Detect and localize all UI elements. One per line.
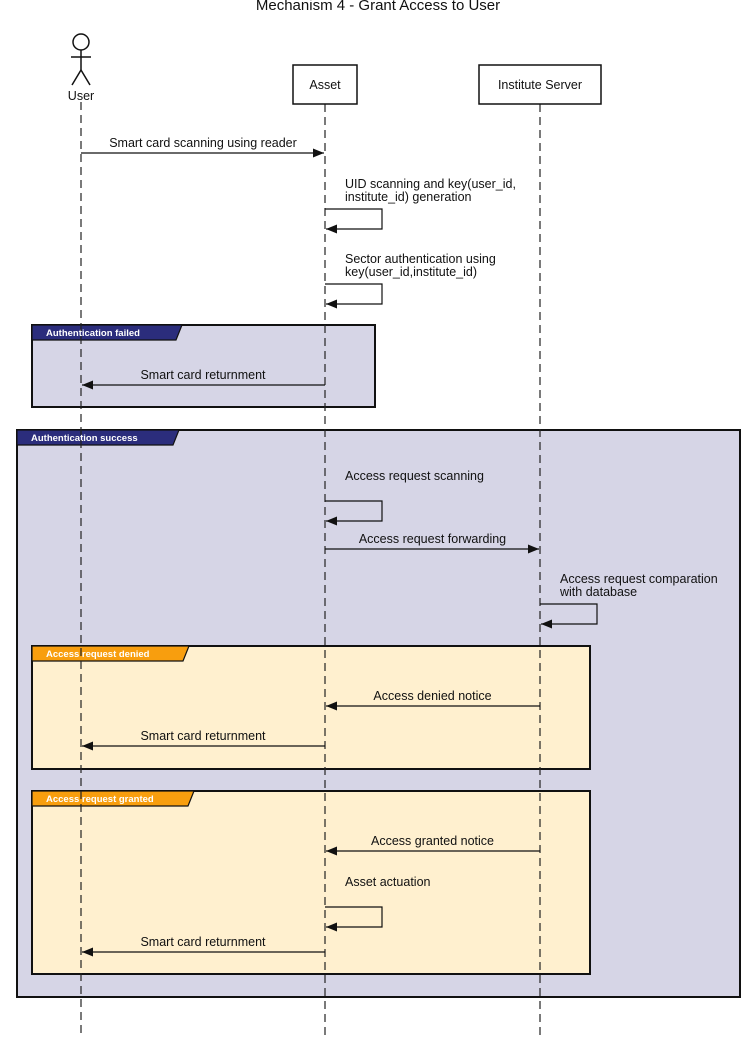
self-message-arrow [325, 283, 383, 309]
message-6: Access request forwarding [325, 532, 539, 554]
message-label: Access request forwarding [359, 532, 506, 546]
fragment-tag [31, 790, 195, 807]
fragment-tag-label: Authentication failed [46, 328, 140, 339]
message-label: Access request scanning [345, 469, 484, 483]
message-label: with database [559, 585, 637, 599]
message-2: UID scanning and key(user_id,institute_i… [325, 177, 516, 234]
fragment-tag-label: Access request granted [46, 794, 154, 805]
fragment-tag-label: Access request denied [46, 649, 150, 660]
fragment-frame [31, 324, 376, 408]
self-message-arrow [540, 603, 598, 629]
message-8: Access denied notice [326, 689, 540, 711]
message-label: key(user_id,institute_id) [345, 265, 477, 279]
participant-box [292, 64, 358, 105]
fragment-auth-failed: Authentication failed [31, 324, 376, 408]
fragment-frame [31, 645, 591, 770]
self-message-arrow [325, 500, 383, 526]
participant-asset: Asset [292, 64, 358, 105]
message-3: Sector authentication usingkey(user_id,i… [325, 252, 496, 309]
fragment-frame [31, 790, 591, 975]
fragment-layer: Authentication success Authentication fai… [16, 324, 741, 998]
fragment-tag [16, 429, 180, 446]
self-message-arrow [325, 208, 383, 234]
message-label: institute_id) generation [345, 190, 472, 204]
participant-label: User [68, 89, 94, 103]
message-9: Smart card returnment [82, 729, 325, 751]
participant-label: Institute Server [498, 78, 582, 92]
message-label: Smart card returnment [140, 729, 266, 743]
participant-layer: User Asset Institute Server [68, 33, 602, 105]
message-label: Access denied notice [373, 689, 491, 703]
message-label: Smart card scanning using reader [109, 136, 297, 150]
message-label: Sector authentication using [345, 252, 496, 266]
message-5: Access request scanning [325, 469, 484, 526]
fragment-tag-label: Authentication success [31, 433, 138, 444]
participant-server: Institute Server [478, 64, 602, 105]
fragment-access-denied: Access request denied [31, 645, 591, 770]
message-1: Smart card scanning using reader [81, 136, 324, 158]
participant-label: Asset [309, 78, 341, 92]
participant-user: User [68, 33, 94, 103]
fragment-access-granted: Access request granted [31, 790, 591, 975]
self-message-arrow [325, 906, 383, 932]
diagram-title: Mechanism 4 - Grant Access to User [256, 0, 500, 14]
message-label: UID scanning and key(user_id, [345, 177, 516, 191]
fragment-tag [31, 645, 190, 662]
message-label: Access request comparation [560, 572, 718, 586]
actor-figure-icon [71, 33, 91, 86]
message-4: Smart card returnment [82, 368, 325, 390]
participant-box [478, 64, 602, 105]
message-label: Smart card returnment [140, 935, 266, 949]
message-label: Access granted notice [371, 834, 494, 848]
message-12: Smart card returnment [82, 935, 325, 957]
message-11: Asset actuation [325, 875, 431, 932]
message-10: Access granted notice [326, 834, 540, 856]
fragment-tag [31, 324, 183, 341]
message-label: Smart card returnment [140, 368, 266, 382]
message-label: Asset actuation [345, 875, 431, 889]
